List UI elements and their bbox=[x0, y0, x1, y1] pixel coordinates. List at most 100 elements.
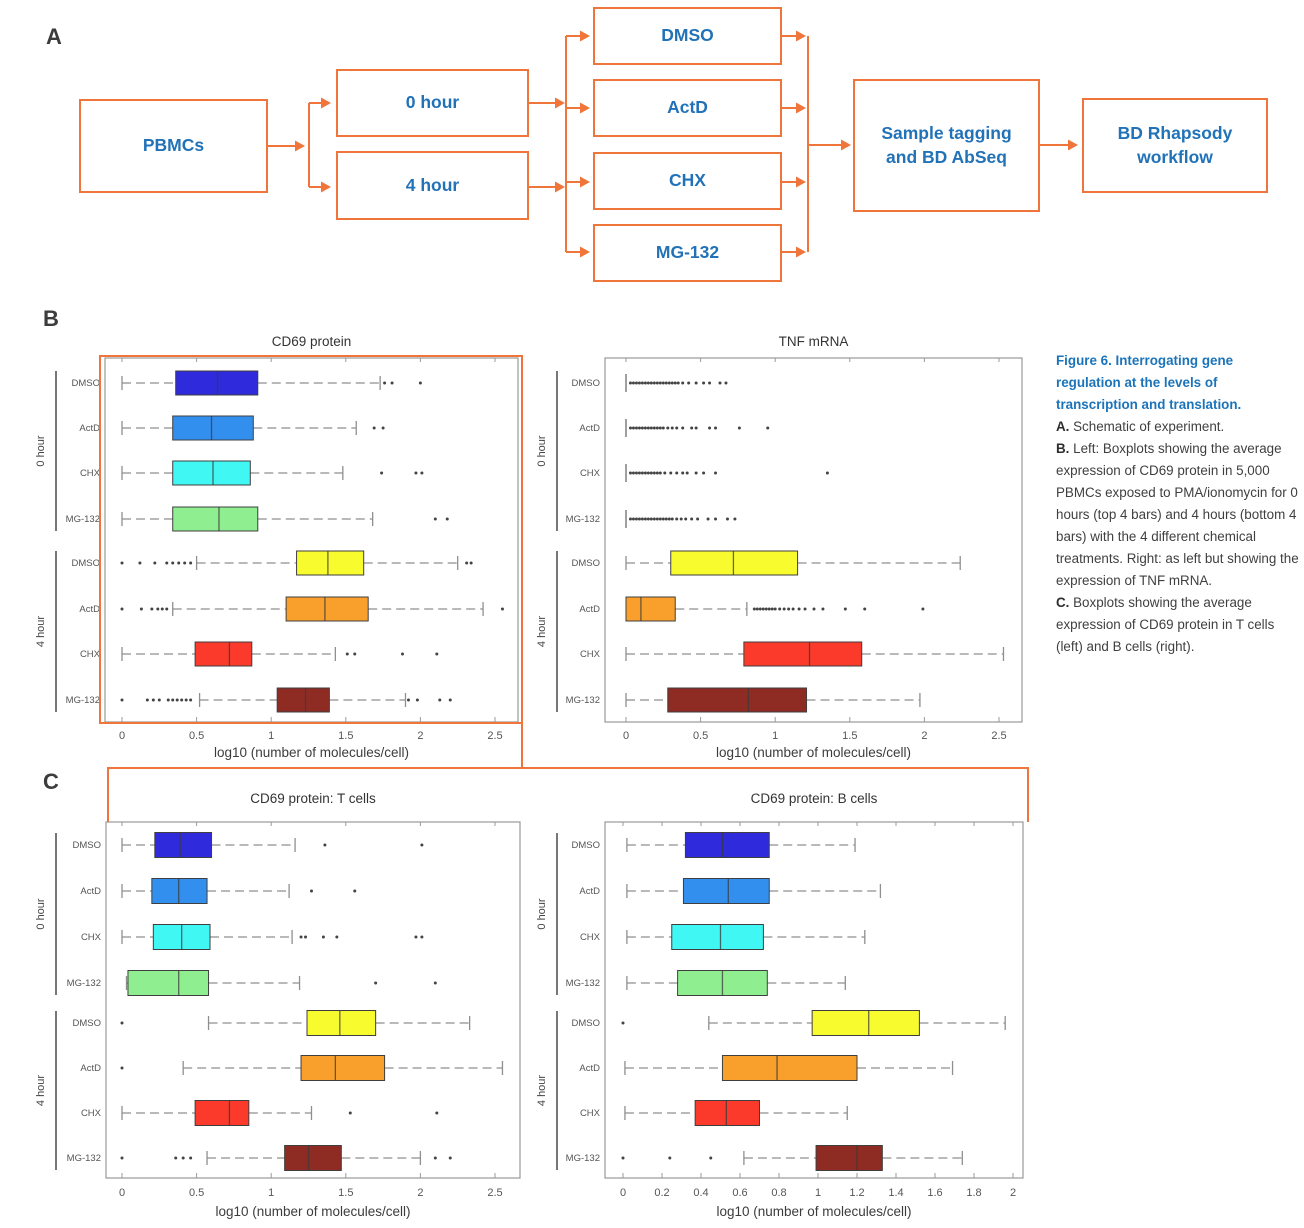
outlier-dot bbox=[658, 471, 662, 475]
box bbox=[667, 687, 808, 713]
flow-arrowhead-icon bbox=[555, 181, 565, 193]
highlight-rect-b-left bbox=[99, 355, 523, 724]
flow-arrowhead-icon bbox=[796, 102, 806, 114]
outlier-dot bbox=[171, 561, 175, 565]
outlier-dot bbox=[782, 607, 786, 611]
outlier-dot bbox=[304, 935, 308, 939]
outlier-dot bbox=[640, 471, 644, 475]
outlier-dot bbox=[778, 607, 782, 611]
row-label: ActD bbox=[579, 423, 600, 434]
box bbox=[625, 596, 676, 622]
plot-frame bbox=[604, 357, 1023, 723]
boxplot-row-chx-4h: CHX bbox=[80, 641, 439, 667]
outlier-dot bbox=[420, 843, 424, 847]
panel-b-label: B bbox=[43, 306, 59, 331]
box bbox=[300, 1055, 386, 1081]
row-label: CHX bbox=[580, 932, 601, 943]
outlier-dot bbox=[189, 561, 193, 565]
outlier-dot bbox=[435, 1111, 439, 1115]
outlier-dot bbox=[658, 381, 662, 385]
flow-node-label: and BD AbSeq bbox=[886, 146, 1007, 167]
outlier-dot bbox=[643, 517, 647, 521]
panel-c-label: C bbox=[43, 769, 59, 794]
boxplot-row-mg-132-0h: MG-132 bbox=[566, 510, 737, 528]
outlier-dot bbox=[637, 381, 641, 385]
outlier-dot bbox=[628, 426, 632, 430]
x-tick-label: 1.8 bbox=[966, 1187, 981, 1199]
chart-title: CD69 protein bbox=[272, 334, 352, 349]
outlier-dot bbox=[120, 561, 124, 565]
outlier-dot bbox=[655, 381, 659, 385]
row-label: DMSO bbox=[72, 558, 101, 569]
x-tick-label: 0.5 bbox=[189, 730, 204, 742]
outlier-dot bbox=[649, 471, 653, 475]
row-label: DMSO bbox=[73, 1018, 102, 1029]
outlier-dot bbox=[151, 698, 155, 702]
outlier-dot bbox=[803, 607, 807, 611]
outlier-dot bbox=[649, 381, 653, 385]
flow-node-label: CHX bbox=[669, 170, 706, 191]
row-label: MG-132 bbox=[66, 695, 100, 706]
x-tick-label: 0 bbox=[119, 1187, 125, 1199]
boxplot-row-mg-132-4h: MG-132 bbox=[566, 1145, 963, 1171]
outlier-dot bbox=[120, 1156, 124, 1160]
x-tick-label: 0.2 bbox=[654, 1187, 669, 1199]
outlier-dot bbox=[381, 426, 385, 430]
outlier-dot bbox=[418, 381, 422, 385]
row-label: DMSO bbox=[73, 840, 102, 851]
flow-arrowhead-icon bbox=[580, 176, 590, 188]
outlier-dot bbox=[661, 517, 665, 521]
outlier-dot bbox=[374, 981, 378, 985]
flow-node-actd: ActD bbox=[593, 79, 782, 137]
x-tick-label: 0.5 bbox=[189, 1187, 204, 1199]
outlier-dot bbox=[174, 1156, 178, 1160]
row-label: CHX bbox=[80, 468, 101, 479]
outlier-dot bbox=[448, 698, 452, 702]
outlier-dot bbox=[675, 471, 679, 475]
outlier-dot bbox=[718, 381, 722, 385]
flow-node-label: MG-132 bbox=[655, 242, 720, 263]
x-tick-label: 2 bbox=[921, 730, 927, 742]
row-label: ActD bbox=[79, 423, 100, 434]
outlier-dot bbox=[380, 471, 384, 475]
outlier-dot bbox=[685, 471, 689, 475]
outlier-dot bbox=[733, 517, 737, 521]
flow-arrowhead-icon bbox=[580, 30, 590, 42]
row-label: MG-132 bbox=[67, 1153, 101, 1164]
outlier-dot bbox=[696, 517, 700, 521]
outlier-dot bbox=[640, 517, 644, 521]
group-label: 0 hour bbox=[35, 898, 47, 930]
flow-node-mg132: MG-132 bbox=[593, 224, 782, 282]
row-label: ActD bbox=[80, 886, 101, 897]
outlier-dot bbox=[420, 471, 424, 475]
outlier-dot bbox=[465, 561, 469, 565]
outlier-dot bbox=[628, 381, 632, 385]
boxplot-row-actd-0h: ActD bbox=[79, 415, 385, 441]
group-label: 0 hour bbox=[35, 435, 47, 467]
outlier-dot bbox=[666, 426, 670, 430]
outlier-dot bbox=[353, 652, 357, 656]
flow-node-chx: CHX bbox=[593, 152, 782, 210]
outlier-dot bbox=[694, 381, 698, 385]
outlier-dot bbox=[825, 471, 829, 475]
outlier-dot bbox=[348, 1111, 352, 1115]
x-tick-label: 0.6 bbox=[732, 1187, 747, 1199]
box bbox=[152, 924, 211, 950]
outlier-dot bbox=[420, 935, 424, 939]
outlier-dot bbox=[120, 1066, 124, 1070]
group-label: 0 hour bbox=[536, 898, 548, 930]
outlier-dot bbox=[714, 426, 718, 430]
boxplot-row-mg-132-0h: MG-132 bbox=[67, 970, 437, 996]
caption-item-a: A. Schematic of experiment. bbox=[1056, 416, 1300, 438]
flow-arrowhead-icon bbox=[321, 97, 331, 109]
outlier-dot bbox=[180, 698, 184, 702]
outlier-dot bbox=[628, 517, 632, 521]
outlier-dot bbox=[668, 1156, 672, 1160]
x-tick-label: 0.5 bbox=[693, 730, 708, 742]
highlight-overlay bbox=[99, 355, 1029, 822]
outlier-dot bbox=[687, 381, 691, 385]
box bbox=[194, 641, 253, 667]
flow-node-dmso: DMSO bbox=[593, 7, 782, 65]
